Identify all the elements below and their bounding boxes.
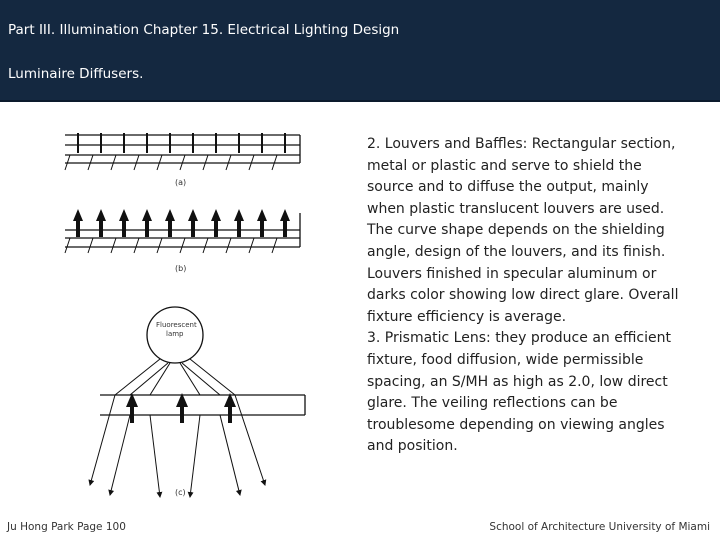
footer-institution: School of Architecture University of Mia… bbox=[489, 521, 710, 533]
slide-header: Part III. Illumination Chapter 15. Elect… bbox=[0, 0, 720, 102]
figure-label-a: (a) bbox=[175, 178, 186, 187]
fluorescent-lamp bbox=[146, 306, 204, 364]
prismatic-lens bbox=[100, 394, 306, 416]
louver-grid-b bbox=[64, 213, 301, 254]
lamp-label-line1: Fluorescent bbox=[156, 321, 197, 329]
lamp-label-line2: lamp bbox=[166, 330, 184, 338]
paragraph-louvers: 2. Louvers and Baffles: Rectangular sect… bbox=[367, 136, 679, 325]
light-rays bbox=[88, 358, 267, 498]
paragraph-prismatic-lens: 3. Prismatic Lens: they produce an effic… bbox=[367, 330, 671, 455]
footer-author-page: Ju Hong Park Page 100 bbox=[7, 521, 126, 533]
figure-label-c: (c) bbox=[175, 488, 186, 497]
figure-label-b: (b) bbox=[175, 264, 186, 273]
louver-diagram: (a) bbox=[60, 125, 310, 505]
louver-blades-b bbox=[73, 209, 290, 237]
slide-title: Part III. Illumination Chapter 15. Elect… bbox=[8, 22, 400, 38]
louver-grid-a bbox=[64, 133, 301, 171]
slide-subtitle: Luminaire Diffusers. bbox=[8, 66, 144, 82]
lens-prisms bbox=[126, 393, 236, 423]
body-text: 2. Louvers and Baffles: Rectangular sect… bbox=[367, 134, 687, 458]
